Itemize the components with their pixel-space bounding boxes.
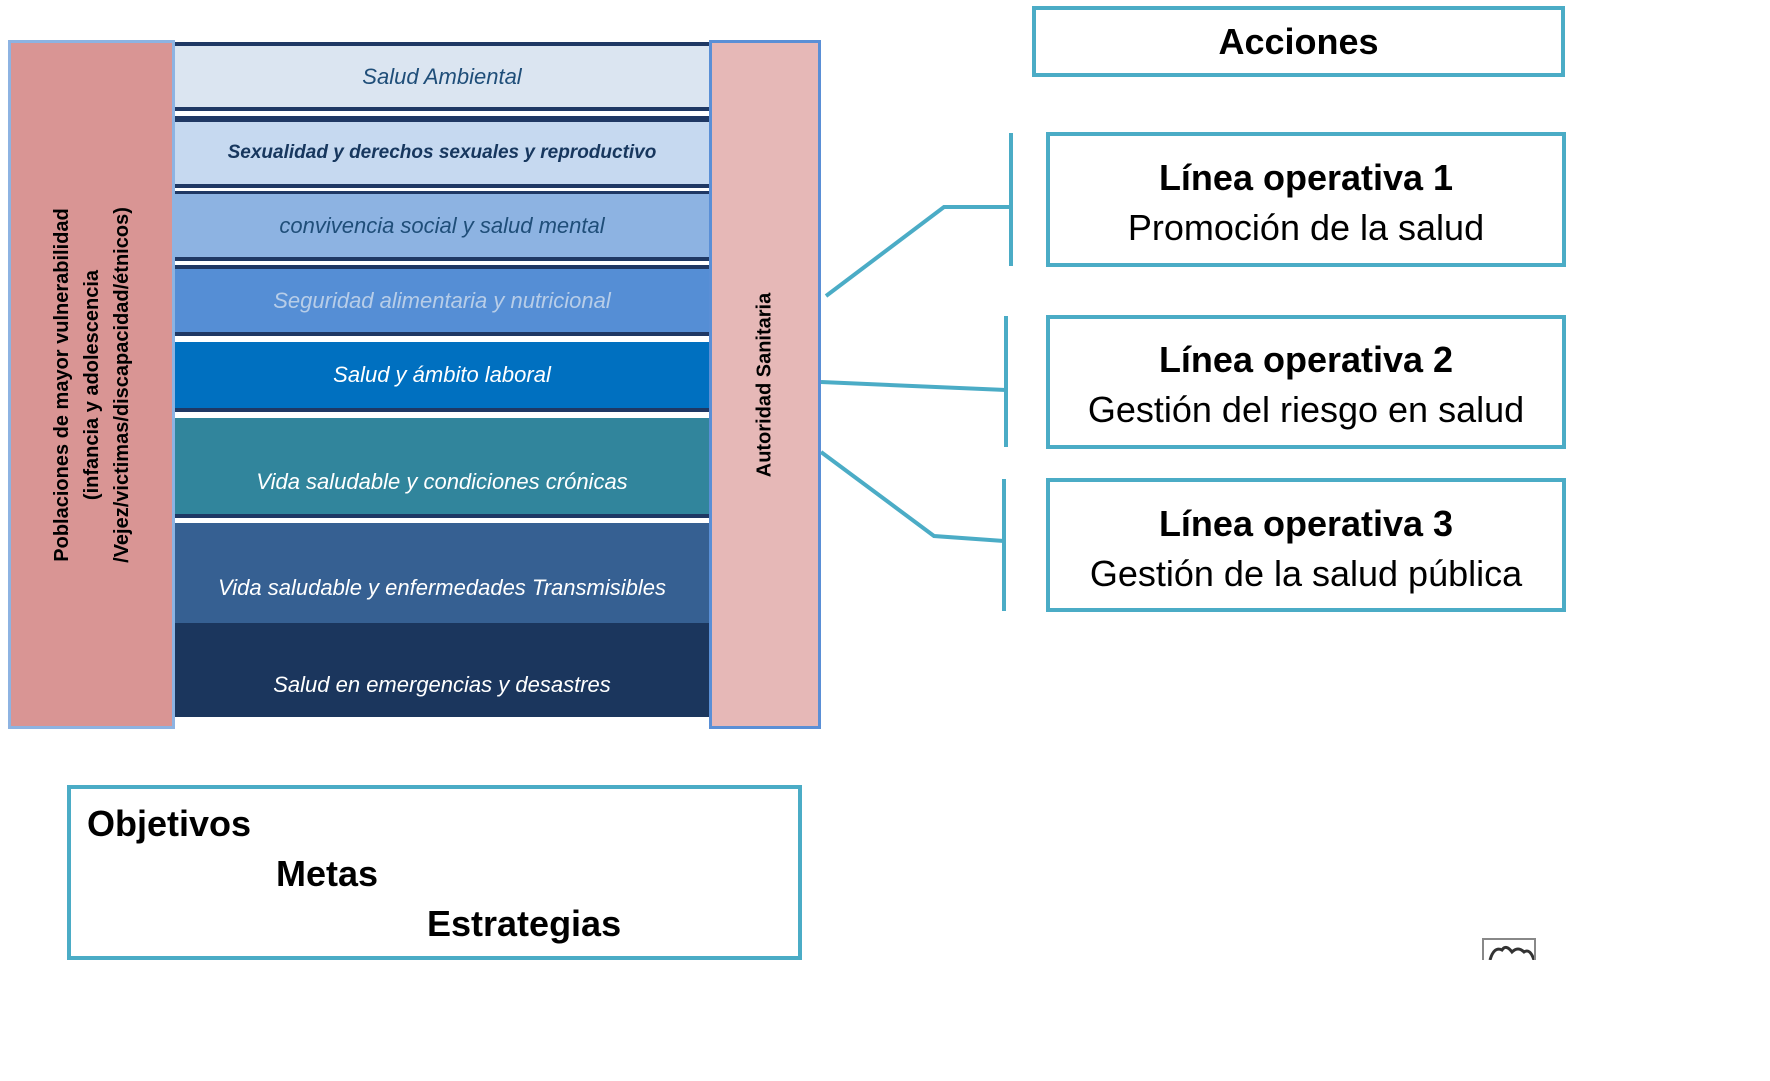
dimension-label: Vida saludable y enfermedades Transmisib… (218, 575, 666, 600)
dimension-label: Salud Ambiental (362, 63, 522, 89)
band-separator (175, 408, 709, 418)
linea-operativa-1-subtitle: Promoción de la salud (1127, 207, 1485, 248)
band-separator (175, 332, 709, 342)
dimension-band-convivencia: convivencia social y salud mental (175, 194, 709, 257)
dimension-label: Vida saludable y condiciones crónicas (256, 469, 628, 494)
objetivos-label: Objetivos (87, 803, 252, 844)
dimension-label: Sexualidad y derechos sexuales y reprodu… (227, 142, 657, 163)
dimension-band-condiciones-cronicas: Vida saludable y condiciones crónicas (175, 418, 709, 514)
linea-operativa-2-box: Línea operativa 2 Gestión del riesgo en … (1046, 315, 1566, 449)
dimension-label: Seguridad alimentaria y nutricional (273, 287, 611, 313)
linea-operativa-2-title: Línea operativa 2 (1158, 339, 1454, 380)
connector-linea-1 (824, 205, 1011, 298)
acciones-title: Acciones (1218, 20, 1379, 62)
band-separator (175, 184, 709, 194)
dimension-band-salud-ambiental: Salud Ambiental (175, 46, 709, 107)
linea-operativa-2-subtitle: Gestión del riesgo en salud (1087, 389, 1525, 430)
metas-label: Metas (276, 853, 379, 894)
band-separator (175, 42, 709, 46)
dimension-label: Salud en emergencias y desastres (273, 672, 611, 697)
dimension-label: Salud y ámbito laboral (333, 362, 551, 387)
band-separator (175, 257, 709, 269)
objetivos-box: Objetivos Metas Estrategias (67, 785, 802, 960)
linea-operativa-1-title: Línea operativa 1 (1158, 157, 1454, 198)
band-separator (175, 107, 709, 116)
acciones-box: Acciones (1032, 6, 1565, 77)
band-separator (175, 116, 709, 122)
autoridad-sanitaria-bar: Autoridad Sanitaria (709, 40, 821, 729)
band-separator (175, 514, 709, 523)
connector-linea-2 (820, 380, 1007, 392)
dimension-label: convivencia social y salud mental (279, 212, 605, 238)
dimension-band-ambito-laboral: Salud y ámbito laboral (175, 342, 709, 408)
linea-operativa-1-box: Línea operativa 1 Promoción de la salud (1046, 132, 1566, 267)
dimension-band-transmisibles: Vida saludable y enfermedades Transmisib… (175, 523, 709, 623)
dimension-band-seguridad-alimentaria: Seguridad alimentaria y nutricional (175, 269, 709, 332)
estrategias-label: Estrategias (427, 903, 622, 944)
linea-operativa-3-title: Línea operativa 3 (1158, 503, 1454, 544)
linea-operativa-3-box: Línea operativa 3 Gestión de la salud pú… (1046, 478, 1566, 612)
dimension-band-sexualidad: Sexualidad y derechos sexuales y reprodu… (175, 122, 709, 184)
dimension-band-emergencias: Salud en emergencias y desastres (175, 623, 709, 717)
connector-linea-3 (819, 450, 1005, 543)
populations-bar: Poblaciones de mayor vulnerabilidad (inf… (8, 40, 175, 729)
linea-operativa-3-subtitle: Gestión de la salud pública (1089, 553, 1523, 594)
logo-glyph-icon (1488, 945, 1534, 960)
corner-logo-icon (1482, 938, 1536, 960)
